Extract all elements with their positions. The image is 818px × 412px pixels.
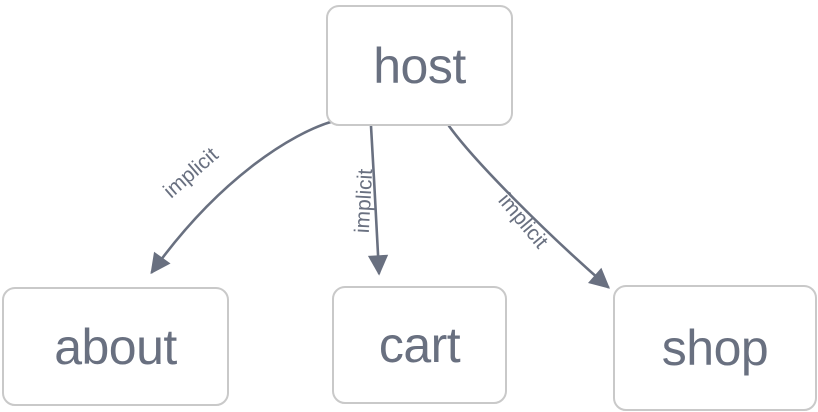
edge-host-cart[interactable] <box>367 124 389 276</box>
node-cart[interactable]: cart <box>332 286 507 404</box>
node-cart-label: cart <box>378 317 461 373</box>
node-host-label: host <box>373 37 466 94</box>
edge-label-host-cart: implicit <box>350 168 378 234</box>
node-about[interactable]: about <box>2 287 229 406</box>
edge-host-shop[interactable] <box>447 124 610 289</box>
node-shop-label: shop <box>661 320 769 376</box>
node-host[interactable]: host <box>326 5 513 126</box>
node-shop[interactable]: shop <box>613 285 817 411</box>
edge-host-about[interactable] <box>150 119 336 275</box>
node-about-label: about <box>54 318 177 375</box>
